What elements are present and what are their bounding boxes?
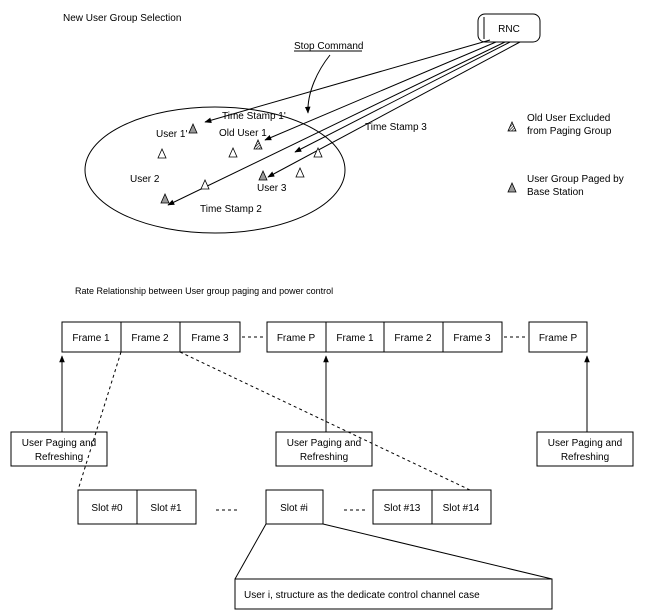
user-triangle-icon: [157, 148, 167, 159]
legend-excluded-line2: from Paging Group: [527, 126, 612, 137]
paging-label-line1: User Paging and: [287, 438, 362, 449]
bottom-title: Rate Relationship between User group pag…: [75, 286, 333, 296]
frame-p-label: Frame P: [277, 333, 316, 344]
rnc-arrow-extra: [294, 41, 511, 153]
old-user-1-excluded-icon: [253, 139, 263, 150]
slot-1-label: Slot #1: [150, 503, 182, 514]
detail-line-left: [234, 523, 267, 580]
paging-box-3: User Paging and Refreshing: [536, 431, 634, 467]
zoom-line-right: [179, 351, 471, 491]
legend-excluded-line1: Old User Excluded: [527, 113, 610, 124]
frame-group-1: Frame 1 Frame 2 Frame 3: [61, 321, 241, 353]
user-1-paged-icon: [188, 123, 198, 134]
top-title: New User Group Selection: [63, 13, 181, 24]
frame-3-label: Frame 3: [191, 333, 229, 344]
slot-i: Slot #i: [265, 489, 324, 525]
user-2-paged-icon: [160, 193, 170, 204]
user-1-label: User 1': [156, 129, 187, 140]
paging-label-line2: Refreshing: [300, 452, 348, 463]
frame-group-3: Frame P: [528, 321, 588, 353]
user-3-label: User 3: [257, 183, 287, 194]
legend-paged-line1: User Group Paged by: [527, 174, 624, 185]
user-triangle-icon: [200, 179, 210, 190]
user-triangle-icon: [313, 147, 323, 158]
excluded-legend-icon: [507, 121, 517, 132]
slot-0-label: Slot #0: [91, 503, 123, 514]
paging-box-2: User Paging and Refreshing: [275, 431, 373, 467]
rnc-node: RNC: [477, 13, 541, 43]
frame-group-2: Frame P Frame 1 Frame 2 Frame 3: [266, 321, 503, 353]
paging-label-line2: Refreshing: [561, 452, 609, 463]
legend-paged-line2: Base Station: [527, 187, 584, 198]
user-3-paged-icon: [258, 170, 268, 181]
slot-group-2: Slot #13 Slot #14: [372, 489, 492, 525]
time-stamp-3-label: Time Stamp 3: [365, 122, 427, 133]
user-note-box: User i, structure as the dedicate contro…: [234, 578, 553, 610]
user-triangle-icon: [295, 167, 305, 178]
cell-area: [84, 106, 346, 234]
stop-command-label: Stop Command: [294, 41, 363, 52]
rnc-arrow-old-user1: [264, 41, 497, 141]
slot-14-label: Slot #14: [443, 503, 480, 514]
old-user-1-label: Old User 1: [219, 128, 267, 139]
time-stamp-1-label: Time Stamp 1': [222, 111, 286, 122]
user-2-label: User 2: [130, 174, 160, 185]
stop-command-arrow: [304, 54, 331, 114]
zoom-line-left: [77, 351, 122, 491]
paged-legend-icon: [507, 182, 517, 193]
time-stamp-2-label: Time Stamp 2: [200, 204, 262, 215]
detail-line-right: [322, 523, 553, 580]
rnc-arrow-user2: [167, 41, 506, 206]
frame-2-label: Frame 2: [131, 333, 169, 344]
paging-label-line1: User Paging and: [548, 438, 623, 449]
rnc-arrow-user1: [204, 39, 491, 123]
slot-group-1: Slot #0 Slot #1: [77, 489, 197, 525]
paging-label-line2: Refreshing: [35, 452, 83, 463]
slot-i-label: Slot #i: [280, 503, 308, 514]
paging-label-line1: User Paging and: [22, 438, 97, 449]
paging-box-1: User Paging and Refreshing: [10, 431, 108, 467]
frame-2-label: Frame 2: [394, 333, 432, 344]
frame-1-label: Frame 1: [72, 333, 110, 344]
rnc-arrow-user3: [267, 41, 521, 178]
frame-p-label: Frame P: [539, 333, 578, 344]
user-note-label: User i, structure as the dedicate contro…: [244, 590, 480, 601]
slot-13-label: Slot #13: [384, 503, 421, 514]
user-triangle-icon: [228, 147, 238, 158]
frame-1-label: Frame 1: [336, 333, 374, 344]
frame-3-label: Frame 3: [453, 333, 491, 344]
rnc-label: RNC: [498, 24, 520, 35]
